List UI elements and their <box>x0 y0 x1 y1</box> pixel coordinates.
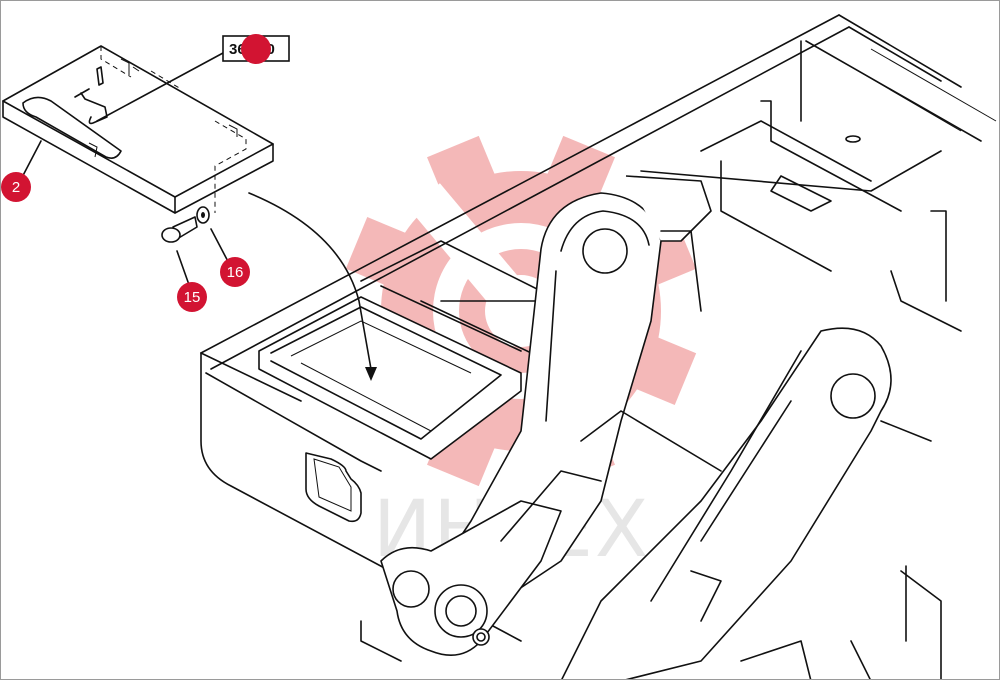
cover-plate <box>2 45 274 214</box>
machine-frame <box>200 14 997 642</box>
arrow-head-icon <box>365 367 377 381</box>
mounting-path-arrow <box>248 192 372 370</box>
washer-part <box>196 206 210 224</box>
svg-text:15: 15 <box>184 289 201 306</box>
callout-2[interactable]: 2 <box>1 172 31 202</box>
callout-15[interactable]: 15 <box>177 282 207 312</box>
bolt-part <box>161 216 198 243</box>
svg-text:16: 16 <box>227 264 244 281</box>
svg-text:2: 2 <box>12 179 20 196</box>
callout-16[interactable]: 16 <box>220 257 250 287</box>
callout-36-010-marker[interactable] <box>241 34 271 64</box>
linkage-arm <box>360 175 962 679</box>
